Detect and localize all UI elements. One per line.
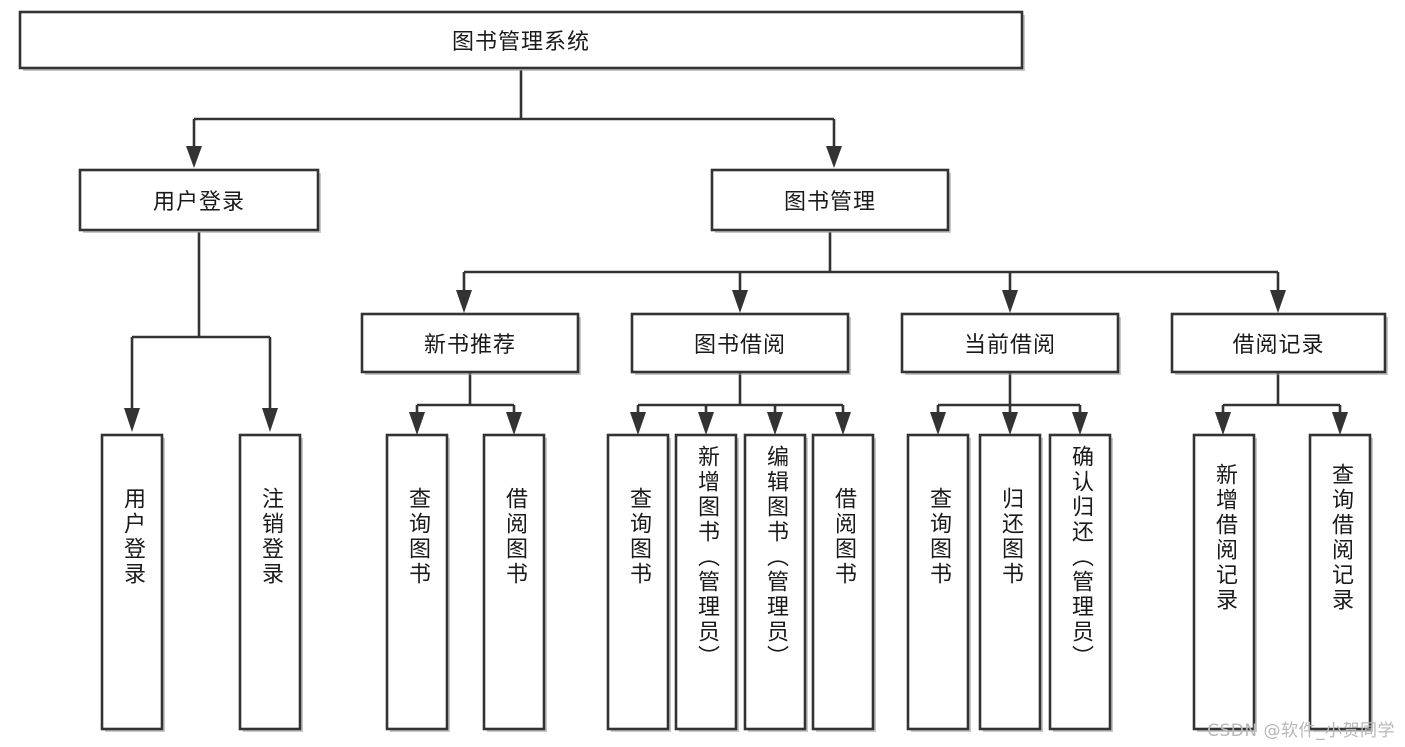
nodes-layer [18,10,1388,732]
arrow-login-to-leaf2 [262,408,278,432]
node-root[interactable] [18,10,1024,70]
arrow-borrow-to-leaf5 [630,412,646,435]
edge-borrow-bus [636,373,845,414]
node-records[interactable] [1170,312,1387,374]
csdn-watermark: CSDN @软件_小贺同学 [1207,721,1395,741]
edge-login-bus [130,232,272,410]
edge-bookmgmt-bus [462,232,1280,292]
node-leaf11[interactable] [1048,433,1112,731]
node-leaf12[interactable] [1192,433,1256,731]
edge-root-bus [192,70,836,148]
arrow-borrow-to-leaf7 [767,412,783,435]
node-leaf10[interactable] [978,433,1042,731]
edges-layer [124,70,1348,435]
edge-records-bus [1221,373,1342,414]
node-leaf4[interactable] [482,433,546,731]
node-leaf13[interactable] [1308,433,1372,731]
node-leaf8[interactable] [811,433,875,731]
node-leaf5[interactable] [606,433,670,731]
arrow-login-to-leaf1 [124,408,140,432]
arrow-bookmgmt-to-newbook [456,290,472,313]
arrow-newbook-to-leaf3 [409,412,425,435]
arrow-newbook-to-leaf4 [506,412,522,435]
arrow-bookmgmt-to-records [1270,290,1286,313]
edge-newbook-bus [415,373,516,414]
arrow-root-to-login [186,146,202,168]
node-login[interactable] [78,168,320,232]
node-leaf2[interactable] [238,433,302,731]
arrow-root-to-bookmgmt [826,146,842,168]
arrow-current-to-leaf11 [1072,412,1088,435]
arrow-current-to-leaf10 [1002,412,1018,435]
arrow-bookmgmt-to-current [1002,290,1018,313]
arrow-records-to-leaf13 [1332,412,1348,435]
node-leaf1[interactable] [100,433,164,731]
node-leaf3[interactable] [385,433,449,731]
node-leaf7[interactable] [743,433,807,731]
arrow-borrow-to-leaf8 [835,412,851,435]
node-leaf9[interactable] [906,433,970,731]
node-bookmgmt[interactable] [710,168,950,232]
arrow-records-to-leaf12 [1215,412,1231,435]
node-current[interactable] [900,312,1120,374]
node-newbook[interactable] [360,312,580,374]
arrow-borrow-to-leaf6 [698,412,714,435]
node-leaf6[interactable] [674,433,738,731]
arrow-current-to-leaf9 [930,412,946,435]
node-borrow[interactable] [630,312,850,374]
edge-current-bus [936,373,1082,414]
arrow-bookmgmt-to-borrow [732,290,748,313]
